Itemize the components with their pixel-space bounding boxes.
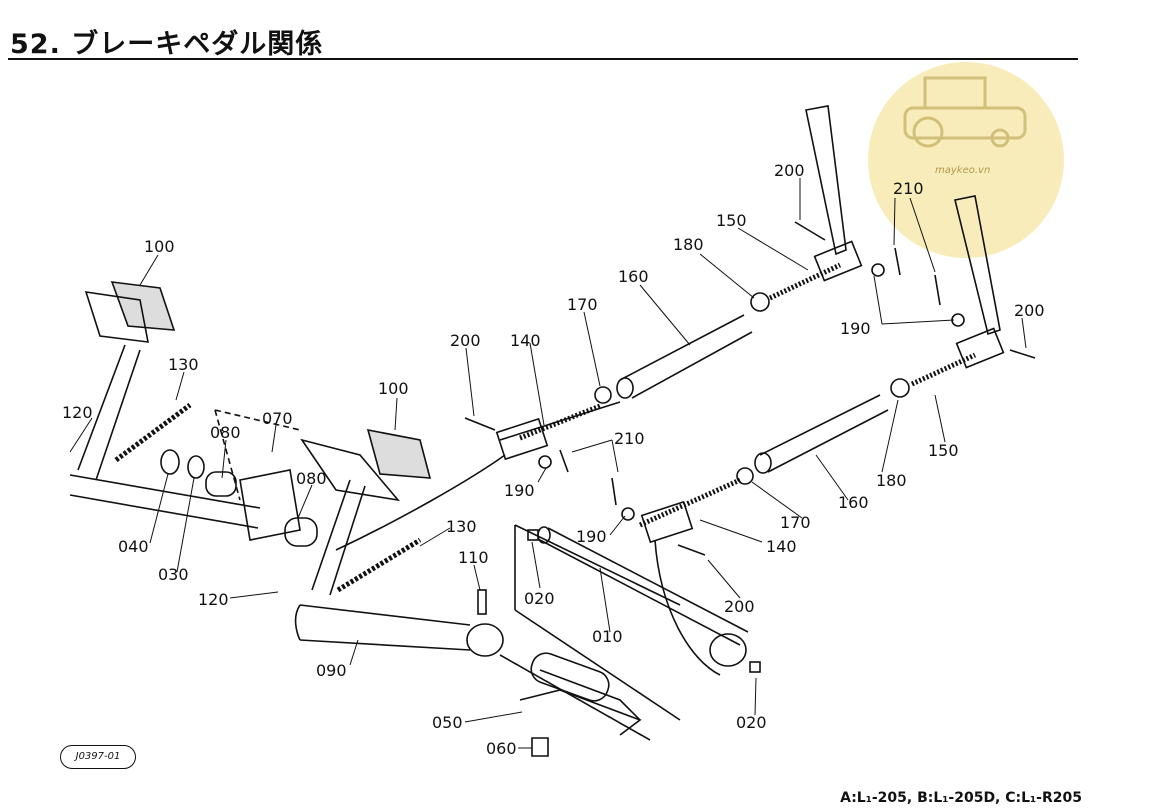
part-label: 020: [524, 589, 555, 608]
pin-200d: [1009, 349, 1036, 359]
part-label: 080: [296, 469, 327, 488]
clevis-upper: [495, 417, 549, 461]
part-label: 190: [840, 319, 871, 338]
lever-upper: [805, 105, 847, 256]
rod-140-upper: [499, 401, 621, 441]
split-pin-210a: [559, 449, 569, 473]
pin-200a: [464, 417, 496, 431]
bracket-050: [519, 669, 642, 736]
part-label: 100: [378, 379, 409, 398]
part-label: 140: [510, 331, 541, 350]
part-label: 120: [62, 403, 93, 422]
part-label: 130: [168, 355, 199, 374]
spring-left: [114, 402, 192, 463]
clevis-150-lower: [955, 327, 1005, 369]
part-label: 010: [592, 627, 623, 646]
part-label: 060: [486, 739, 517, 758]
pin-200b: [794, 221, 826, 241]
pedal-shaft-left: [69, 474, 261, 529]
pedal-arm-left: [84, 291, 149, 343]
part-label: 150: [716, 211, 747, 230]
figure-reference: J0397-01: [60, 745, 136, 769]
model-list: A:L₁-205, B:L₁-205D, C:L₁-R205: [840, 790, 1082, 806]
rod-140-lower: [638, 477, 742, 528]
part-label: 090: [316, 661, 347, 680]
spring-right: [336, 537, 422, 593]
part-label: 050: [432, 713, 463, 732]
watermark-text: maykeo.vn: [935, 165, 991, 176]
title-rule: [8, 58, 1078, 60]
bolt-060: [531, 737, 549, 757]
cross-shaft-010: [539, 527, 749, 646]
leader-lines: [69, 178, 1027, 749]
part-label: 180: [673, 235, 704, 254]
part-label-group: 100 100 130 130 120 120 070 080 080 040 …: [62, 161, 1045, 758]
rod-150-lower: [910, 352, 977, 387]
clevis-lower: [640, 500, 694, 544]
part-label: 160: [838, 493, 869, 512]
part-label: 040: [118, 537, 149, 556]
nut-170b: [736, 467, 754, 485]
bushing-080b: [284, 517, 318, 547]
washer-190c: [621, 507, 635, 521]
split-pin-210c: [611, 477, 617, 506]
part-label: 140: [766, 537, 797, 556]
part-label: 150: [928, 441, 959, 460]
split-pin-210b: [894, 247, 901, 276]
pedal-arm-right: [300, 438, 401, 502]
nut-170a: [594, 386, 612, 404]
pedal-shaft-right: [299, 604, 471, 651]
part-label: 190: [576, 527, 607, 546]
rod-150-upper: [768, 262, 842, 301]
snap-ring-040: [160, 449, 180, 475]
part-label: 200: [1014, 301, 1045, 320]
watermark-logo: [868, 62, 1064, 258]
washer-030: [187, 455, 205, 479]
tractor-icon: [903, 76, 1027, 148]
pedal-pad-left: [110, 281, 176, 331]
washer-190a: [538, 455, 552, 469]
boss-070: [239, 469, 301, 541]
part-label: 130: [446, 517, 477, 536]
split-pin-210d: [934, 274, 941, 306]
part-label: 100: [144, 237, 175, 256]
boss-090: [466, 623, 504, 657]
grease-nipple-020b: [749, 661, 761, 673]
part-label: 160: [618, 267, 649, 286]
part-label: 170: [780, 513, 811, 532]
pin-200c: [677, 544, 706, 556]
part-label: 120: [198, 590, 229, 609]
part-label: 200: [724, 597, 755, 616]
part-label: 080: [210, 423, 241, 442]
clevis-150-upper: [813, 240, 863, 282]
part-label: 210: [893, 179, 924, 198]
part-label: 190: [504, 481, 535, 500]
part-label: 030: [158, 565, 189, 584]
nut-180a: [750, 292, 770, 312]
pedal-pad-right: [366, 428, 432, 479]
page-title: 52. ブレーキペダル関係: [10, 29, 324, 60]
tube-160-upper: [619, 314, 753, 399]
lever-lower: [954, 195, 1001, 336]
washer-190b: [871, 263, 885, 277]
part-label: 180: [876, 471, 907, 490]
bushing-080a: [205, 471, 237, 497]
tube-160-lower: [759, 394, 889, 473]
shaft-end-boss: [709, 633, 747, 667]
part-label: 020: [736, 713, 767, 732]
part-label: 070: [262, 409, 293, 428]
part-label: 170: [567, 295, 598, 314]
part-label: 210: [614, 429, 645, 448]
part-label: 110: [458, 548, 489, 567]
grease-nipple-020a: [527, 529, 539, 541]
part-label: 200: [450, 331, 481, 350]
part-label: 200: [774, 161, 805, 180]
nut-180b: [890, 378, 910, 398]
pin-110: [477, 589, 487, 615]
